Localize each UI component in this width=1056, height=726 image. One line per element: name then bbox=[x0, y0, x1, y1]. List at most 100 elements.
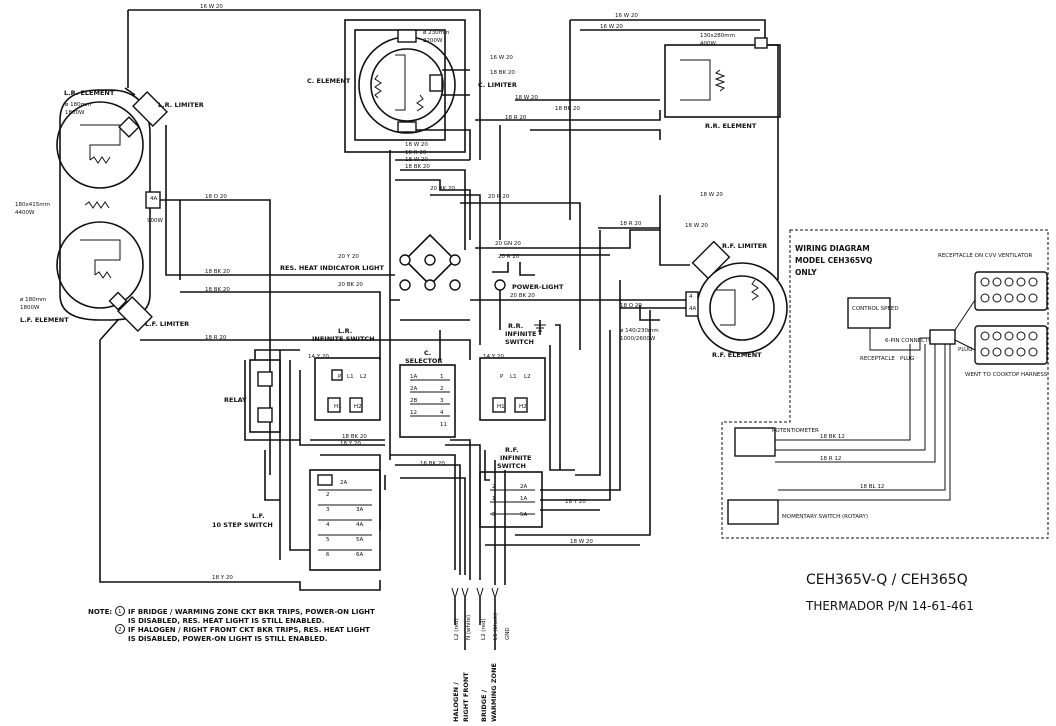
label-rf-switch-3: SWITCH bbox=[497, 462, 526, 470]
potentiometer-box bbox=[734, 427, 776, 457]
label-rr-element-size: 130x280mm bbox=[700, 33, 735, 39]
supply-label-halogen-1: HALOGEN / bbox=[452, 682, 460, 722]
terminal-label: 4A bbox=[689, 306, 696, 312]
lr-infinite-switch bbox=[314, 357, 381, 421]
label-lr-switch-1: L.R. bbox=[338, 327, 352, 335]
terminal-label: 4 bbox=[689, 294, 693, 300]
terminal-label: L2 bbox=[524, 374, 531, 380]
wire-labels: 16 W 20 16 W 20 16 W 20 16 W 20 18 BK 20… bbox=[200, 4, 723, 581]
label-rf-element-watt: 1000/2600W bbox=[620, 336, 656, 342]
rf-element-group bbox=[685, 240, 788, 354]
wire-label: 20 R 20 bbox=[498, 254, 520, 260]
terminal-label: 4 bbox=[326, 522, 330, 528]
terminal-label: L1 bbox=[510, 374, 517, 380]
c-limiter bbox=[429, 74, 443, 92]
note-label: NOTE: bbox=[88, 608, 112, 616]
terminal-label: H2 bbox=[354, 404, 362, 410]
wire-label: 18 W 20 bbox=[405, 157, 428, 163]
supply-label-l2: L2 (red) bbox=[454, 618, 460, 640]
terminal-label: 3A bbox=[356, 507, 363, 513]
supply-label-gnd: GND bbox=[505, 627, 511, 640]
terminal-label: 6A bbox=[356, 552, 363, 558]
wire-label: 14 Y 20 bbox=[483, 354, 504, 360]
terminal-label: 5 bbox=[492, 512, 496, 518]
terminal-label: P bbox=[500, 374, 504, 380]
supply-label-bridge-2: WARMING ZONE bbox=[490, 663, 498, 722]
label-lf-element-watt: 1800W bbox=[20, 305, 40, 311]
label-rr-element-watt: 400W bbox=[700, 41, 716, 47]
title-block: CEH365V-Q / CEH365Q THERMADOR P/N 14-61-… bbox=[805, 572, 974, 613]
label-lr-element: L.R. ELEMENT bbox=[64, 89, 115, 97]
power-light-indicator bbox=[494, 279, 506, 291]
note-2-line-2: IS DISABLED, POWER-ON LIGHT IS STILL ENA… bbox=[128, 635, 327, 643]
wire-label: 18 W 20 bbox=[685, 223, 708, 229]
label-rr-switch-1: R.R. bbox=[508, 322, 523, 330]
inset-receptacle: RECEPTACLE bbox=[860, 356, 895, 362]
inset-plug2: PLUG bbox=[900, 356, 914, 362]
inset-receptacle-ventilator: RECEPTACLE ON CVV VENTILATOR bbox=[938, 253, 1033, 259]
terminal-label: 1 bbox=[492, 496, 496, 502]
wire-label: 18 O 20 bbox=[205, 194, 227, 200]
rr-infinite-switch bbox=[479, 357, 546, 421]
inset-connector: 6-PIN CONNECTOR bbox=[885, 338, 937, 344]
label-lr-element-watt: 1800W bbox=[65, 110, 85, 116]
inset-momentary-switch: MOMENTARY SWITCH (ROTARY) bbox=[782, 514, 868, 520]
terminal-label: 2A bbox=[340, 480, 347, 486]
wire-label: 18 BK 20 bbox=[342, 434, 367, 440]
inset-potentiometer: POTENTIOMETER bbox=[772, 428, 819, 434]
label-lr-limiter: L.R. LIMITER bbox=[158, 101, 204, 109]
terminal-label: 2 bbox=[492, 484, 496, 490]
label-rf-limiter: R.F. LIMITER bbox=[722, 242, 767, 250]
inset-control-speed: CONTROL SPEED bbox=[852, 306, 899, 312]
wire-label: 20 BK 20 bbox=[338, 282, 363, 288]
label-c-element-size: ø 230mm bbox=[423, 30, 449, 36]
note-1-line-1: IF BRIDGE / WARMING ZONE CKT BKR TRIPS, … bbox=[128, 608, 375, 616]
wire-label: 18 R 20 bbox=[205, 335, 227, 341]
wire-label: 18 O 20 bbox=[620, 303, 642, 309]
terminal-label: 4A bbox=[356, 522, 363, 528]
label-lf-element-size: ø 180mm bbox=[20, 297, 46, 303]
wire-label: 18 W 20 bbox=[570, 539, 593, 545]
terminal-label: H2 bbox=[519, 404, 527, 410]
terminal-labels: P L1 L2 H1 H2 P L1 L2 H1 H2 1A 2A 2B 12 … bbox=[150, 196, 696, 558]
label-lf-switch-1: L.F. bbox=[252, 512, 265, 520]
inset-plug: PLUG bbox=[958, 347, 972, 353]
label-rf-element-size: ø 140/230mm bbox=[620, 328, 659, 334]
wire-network bbox=[99, 9, 779, 591]
supply-label-bridge-1: BRIDGE / bbox=[480, 689, 488, 722]
wire-label: 18 Y 20 bbox=[565, 499, 586, 505]
lf-element-circle bbox=[56, 221, 144, 309]
model-title: CEH365V-Q / CEH365Q bbox=[806, 572, 968, 588]
note-1-line-2: IS DISABLED, RES. HEAT LIGHT IS STILL EN… bbox=[128, 617, 324, 625]
terminal-label: 2A bbox=[410, 386, 417, 392]
terminal-label: 2 bbox=[440, 386, 444, 392]
supply-label-halogen-2: RIGHT FRONT bbox=[462, 672, 470, 722]
terminal-label: 5A bbox=[356, 537, 363, 543]
terminal-label: 2B bbox=[410, 398, 417, 404]
wire-label: 16 W 20 bbox=[200, 4, 223, 10]
wire-label: 20 R 20 bbox=[488, 194, 510, 200]
rr-element bbox=[664, 44, 781, 118]
notes-block: NOTE: 1 IF BRIDGE / WARMING ZONE CKT BKR… bbox=[88, 606, 375, 643]
wire-label: 16 BK 20 bbox=[420, 461, 445, 467]
lr-element-circle bbox=[56, 101, 144, 189]
label-res-heat-light: RES. HEAT INDICATOR LIGHT bbox=[280, 264, 384, 272]
terminal-label: L1 bbox=[347, 374, 354, 380]
label-bridge-watt: 4400W bbox=[15, 210, 35, 216]
label-lf-element: L.F. ELEMENT bbox=[20, 316, 69, 324]
label-rr-switch-3: SWITCH bbox=[505, 338, 534, 346]
wire-label: 18 R 20 bbox=[505, 115, 527, 121]
lf-10-step-switch bbox=[309, 469, 381, 571]
inset-title-1: WIRING DIAGRAM bbox=[795, 244, 870, 253]
supply-label-l1: L1 (black) bbox=[493, 613, 499, 640]
wire-label: 20 BK 20 bbox=[430, 186, 455, 192]
label-rf-switch-1: R.F. bbox=[505, 446, 519, 454]
indicator-lights bbox=[399, 233, 546, 332]
terminal-label: 2A bbox=[520, 484, 527, 490]
label-c-limiter: C. LIMITER bbox=[478, 81, 517, 89]
relay bbox=[249, 359, 281, 433]
label-bridge-side-watt: 900W bbox=[147, 218, 163, 224]
terminal-label: 12 bbox=[410, 410, 417, 416]
supply-label-l2-2: L2 (red) bbox=[481, 618, 487, 640]
wire-label: 18 R 20 bbox=[620, 221, 642, 227]
